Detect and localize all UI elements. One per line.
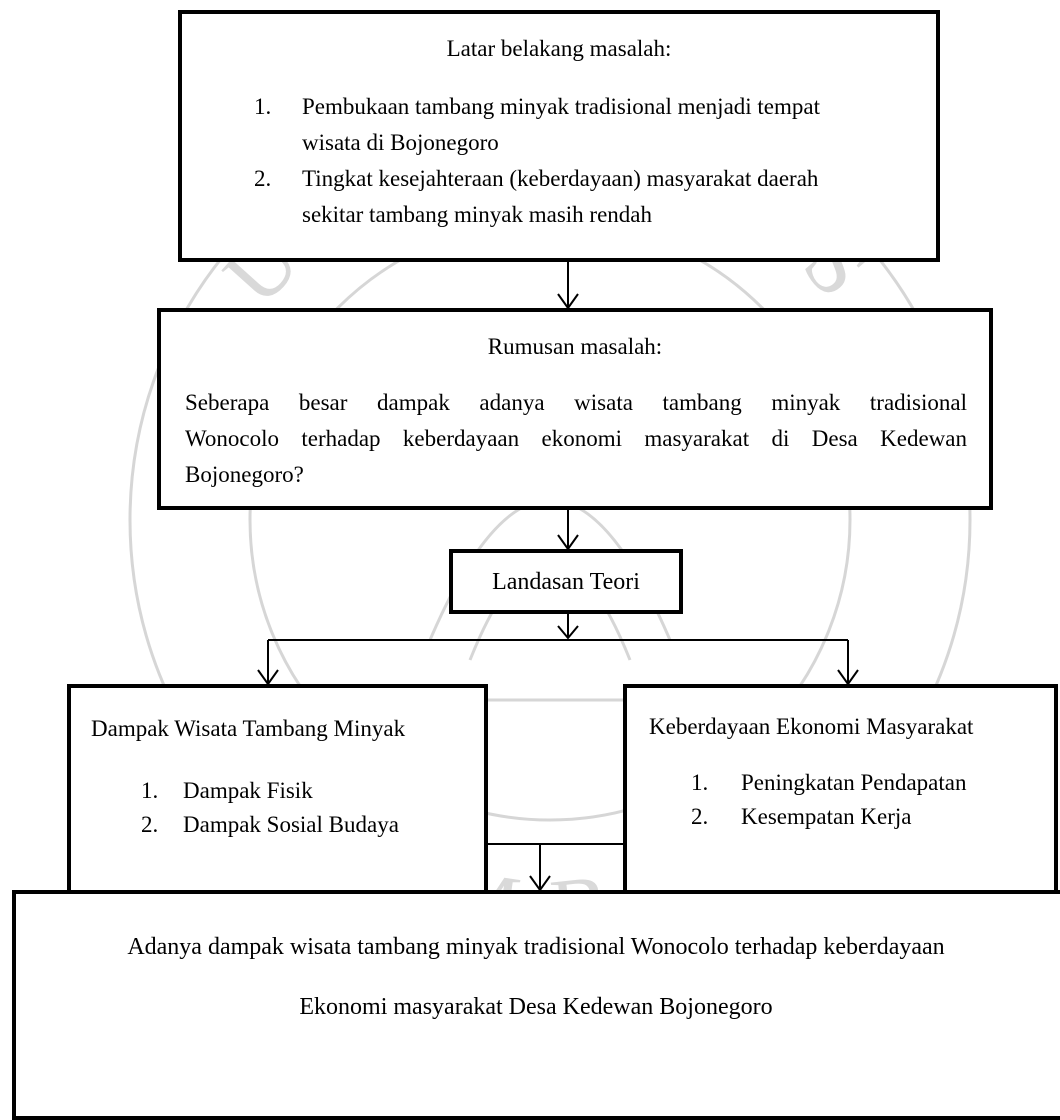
theory-title: Landasan Teori (492, 569, 640, 595)
problem-formulation-title: Rumusan masalah: (487, 334, 663, 359)
list-item-text: Dampak Sosial Budaya (183, 812, 399, 837)
problem-formulation-line: Wonocolo terhadap keberdayaan ekonomi ma… (185, 426, 967, 451)
background-problem-box: Latar belakang masalah: 1. Pembukaan tam… (178, 10, 940, 262)
list-item-number: 1. (141, 778, 159, 803)
list-item-number: 1. (691, 770, 709, 795)
theory-box: Landasan Teori (449, 549, 683, 614)
list-item-text: Tingkat kesejahteraan (keberdayaan) masy… (302, 166, 819, 191)
list-item-number: 2. (254, 166, 272, 191)
background-problem-title: Latar belakang masalah: (446, 36, 672, 61)
list-item-text: Peningkatan Pendapatan (741, 770, 967, 795)
list-item-number: 2. (691, 804, 709, 829)
economic-empowerment-title: Keberdayaan Ekonomi Masyarakat (649, 714, 974, 739)
economic-empowerment-box: Keberdayaan Ekonomi Masyarakat 1. Pening… (623, 684, 1058, 918)
list-item-number: 1. (254, 94, 272, 119)
conclusion-box: Adanya dampak wisata tambang minyak trad… (12, 890, 1060, 1120)
conclusion-line: Ekonomi masyarakat Desa Kedewan Bojonego… (299, 994, 773, 1020)
list-item-text: wisata di Bojonegoro (302, 130, 499, 155)
list-item-text: Dampak Fisik (183, 778, 313, 803)
problem-formulation-line: Bojonegoro? (185, 462, 304, 487)
conclusion-line: Adanya dampak wisata tambang minyak trad… (127, 934, 945, 960)
list-item-text: sekitar tambang minyak masih rendah (302, 202, 653, 227)
list-item-number: 2. (141, 812, 159, 837)
tourism-impact-title: Dampak Wisata Tambang Minyak (91, 716, 406, 741)
problem-formulation-line: Seberapa besar dampak adanya wisata tamb… (185, 390, 967, 415)
list-item-text: Kesempatan Kerja (741, 804, 912, 829)
tourism-impact-box: Dampak Wisata Tambang Minyak 1. Dampak F… (67, 684, 488, 920)
list-item-text: Pembukaan tambang minyak tradisional men… (302, 94, 821, 119)
problem-formulation-box: Rumusan masalah: Seberapa besar dampak a… (157, 308, 993, 510)
